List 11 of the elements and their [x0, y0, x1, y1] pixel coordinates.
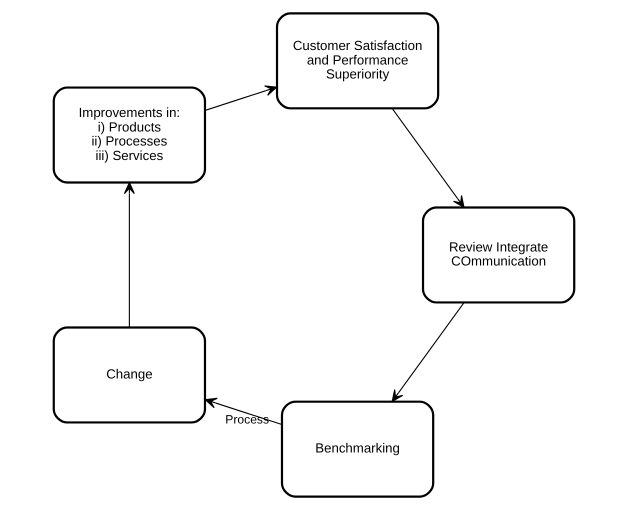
arrow	[391, 108, 464, 208]
node-box: Customer Satisfaction and Performance Superiority	[275, 12, 439, 109]
arrow	[391, 302, 464, 402]
node-box: Improvements in: i) Products ii) Processes iii) Services	[52, 86, 206, 184]
node-box: Review Integrate COmmunication	[421, 206, 575, 304]
node-box: Benchmarking	[280, 400, 434, 498]
arrow	[204, 397, 282, 425]
arrow	[123, 182, 134, 327]
edge-label: Process	[224, 412, 269, 426]
arrow	[204, 84, 277, 110]
node-box: Change	[52, 326, 206, 424]
